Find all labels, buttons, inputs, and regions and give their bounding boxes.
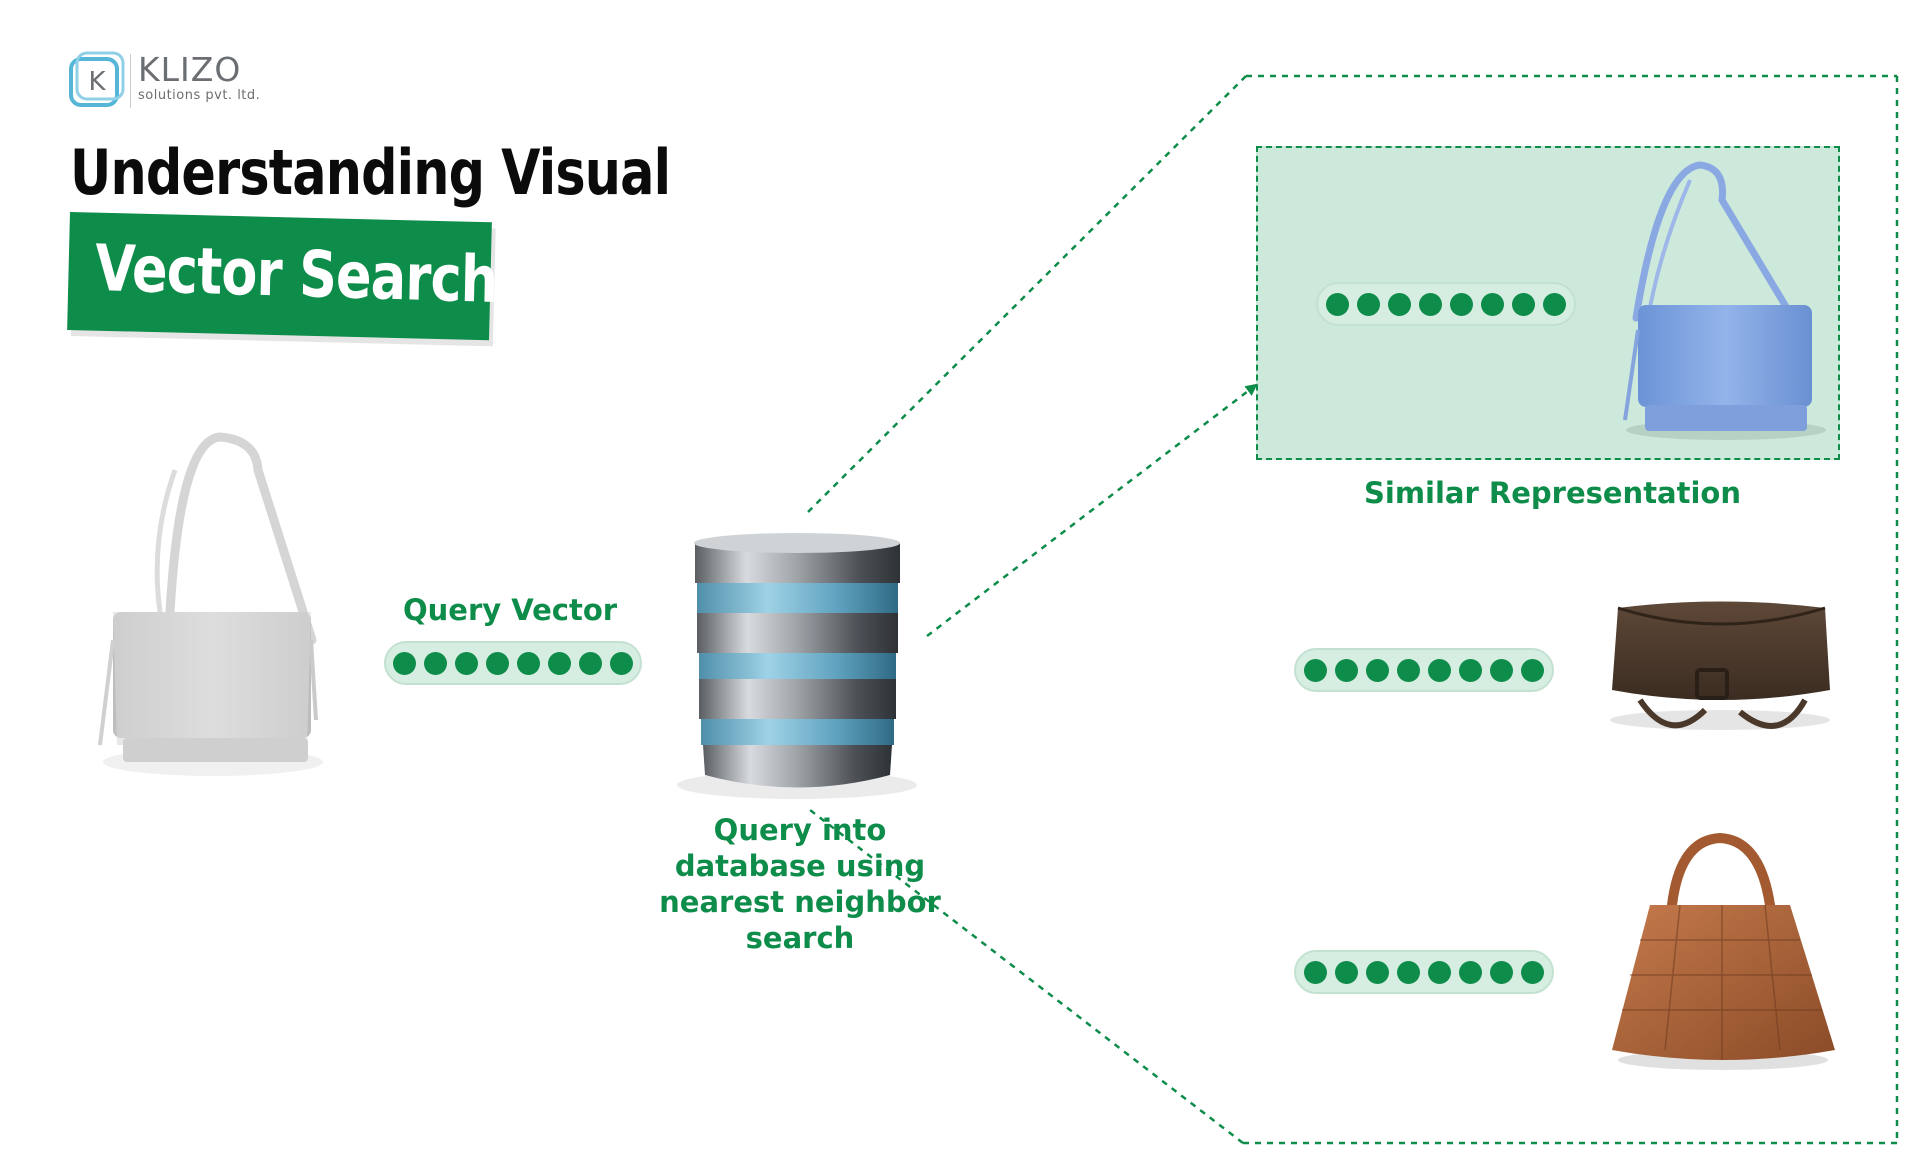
vector-dot bbox=[579, 651, 602, 675]
result-vector-pill-1 bbox=[1316, 282, 1576, 326]
similar-representation-label: Similar Representation bbox=[1364, 476, 1741, 510]
vector-dot bbox=[1543, 292, 1566, 316]
vector-dot bbox=[1335, 960, 1358, 984]
vector-dot bbox=[1428, 960, 1451, 984]
result-vector-pill-3 bbox=[1294, 950, 1554, 994]
vector-dot bbox=[1521, 960, 1544, 984]
brand-tagline: solutions pvt. ltd. bbox=[138, 88, 261, 103]
vector-dot bbox=[1512, 292, 1535, 316]
query-vector-label: Query Vector bbox=[403, 593, 618, 627]
query-vector-pill bbox=[384, 641, 642, 685]
result-bag-brown-image bbox=[1610, 601, 1830, 730]
vector-dot bbox=[610, 651, 633, 675]
vector-dot bbox=[1459, 658, 1482, 682]
vector-dot bbox=[1397, 658, 1420, 682]
dashed-line-top bbox=[807, 75, 1247, 513]
vector-dot bbox=[486, 651, 509, 675]
vector-dot bbox=[393, 651, 416, 675]
logo-divider bbox=[130, 54, 131, 108]
vector-dot bbox=[1428, 658, 1451, 682]
vector-dot bbox=[1419, 292, 1442, 316]
vector-dot bbox=[517, 651, 540, 675]
vector-dot bbox=[1326, 292, 1349, 316]
vector-dot bbox=[1490, 658, 1513, 682]
vector-dot bbox=[1397, 960, 1420, 984]
vector-dot bbox=[1481, 292, 1504, 316]
database-query-label: Query into database using nearest neighb… bbox=[659, 813, 941, 955]
query-bag-image bbox=[98, 432, 323, 776]
query-arrow bbox=[926, 383, 1258, 637]
logo-letter: K bbox=[88, 67, 106, 97]
vector-dot bbox=[548, 651, 571, 675]
result-bag-croc-image bbox=[1612, 832, 1835, 1070]
vector-dot bbox=[1335, 658, 1358, 682]
vector-dot bbox=[1521, 658, 1544, 682]
vector-dot bbox=[1357, 292, 1380, 316]
result-vector-pill-2 bbox=[1294, 648, 1554, 692]
brand-name: KLIZO bbox=[138, 50, 242, 89]
vector-dot bbox=[424, 651, 447, 675]
vector-dot bbox=[1304, 960, 1327, 984]
title-line-1: Understanding Visual bbox=[70, 136, 671, 209]
vector-dot bbox=[1366, 960, 1389, 984]
vector-dot bbox=[455, 651, 478, 675]
database-icon bbox=[677, 533, 917, 799]
vector-dot bbox=[1459, 960, 1482, 984]
vector-dot bbox=[1490, 960, 1513, 984]
vector-dot bbox=[1366, 658, 1389, 682]
dashed-bracket bbox=[807, 74, 1899, 1145]
vector-dot bbox=[1388, 292, 1411, 316]
vector-dot bbox=[1304, 658, 1327, 682]
klizo-logo: K KLIZO solutions pvt. ltd. bbox=[68, 50, 288, 114]
vector-dot bbox=[1450, 292, 1473, 316]
result-bag-blue-image bbox=[1623, 161, 1826, 440]
klizo-logo-icon: K bbox=[69, 51, 125, 107]
